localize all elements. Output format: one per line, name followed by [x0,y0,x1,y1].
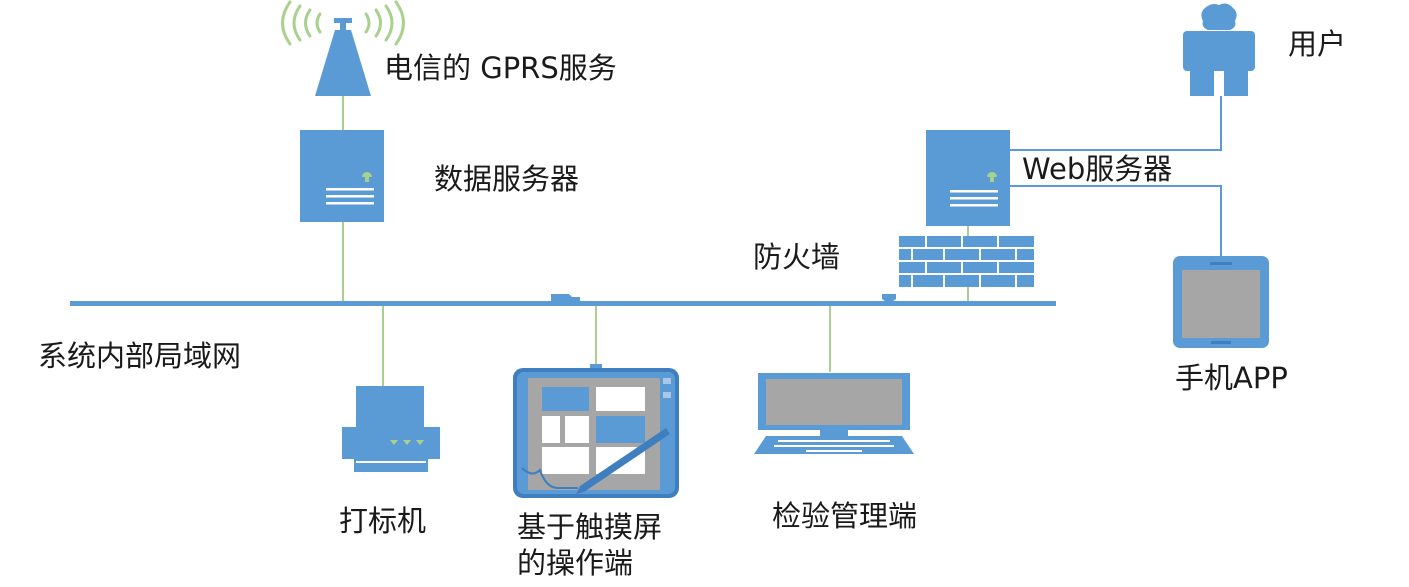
touch-terminal-label-line1: 基于触摸屏 [517,510,663,544]
printer-icon [342,386,440,472]
web-server-label: Web服务器 [1022,152,1173,186]
gprs-tower-icon [281,0,405,96]
touch-terminal-label-line2: 的操作端 [517,546,634,580]
laptop-icon [754,373,914,454]
data-server-label: 数据服务器 [434,162,580,196]
mobile-device-icon [1173,256,1269,348]
lan-bus-line [70,301,1056,306]
mobile-app-label: 手机APP [1175,361,1288,395]
app-to-web-server-link [1010,185,1222,256]
firewall-icon [899,236,1034,287]
signal-waves-icon [281,0,405,46]
telecom-gprs-label: 电信的 GPRS服务 [384,51,617,85]
data-server-icon [300,130,384,222]
user-label: 用户 [1288,27,1347,61]
connections [342,96,969,386]
inspection-terminal-label: 检验管理端 [772,499,918,533]
user-icon [1183,3,1255,96]
bus-connector-icon [551,294,580,301]
firewall-label: 防火墙 [753,240,841,274]
bus-terminator-icon [882,294,896,301]
touch-terminal-icon [513,364,679,498]
user-to-web-server-link [1010,96,1222,151]
printer-label: 打标机 [339,504,427,538]
lan-label: 系统内部局域网 [38,339,242,373]
lan-bus [70,294,1056,306]
web-connectors [1010,96,1222,256]
web-server-icon [926,130,1010,226]
